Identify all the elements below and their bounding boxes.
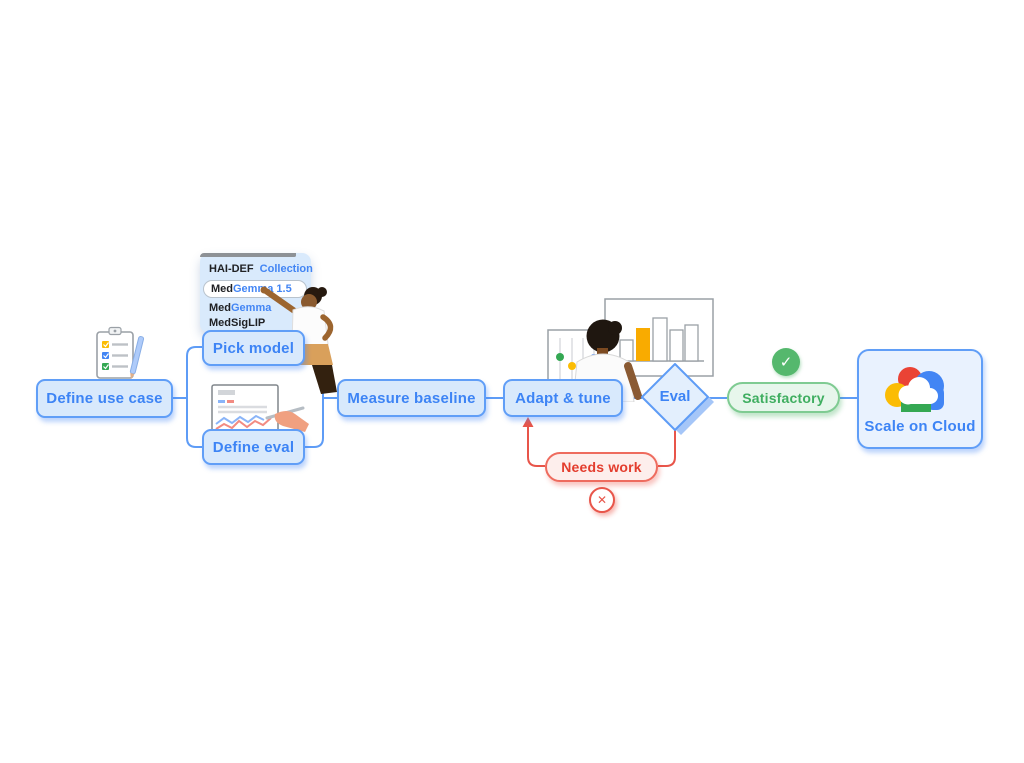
line-chart-blue [215,414,265,425]
shorts [296,344,333,365]
node-label: Define use case [46,390,163,407]
collection-header: HAI-DEF Collection [209,263,313,275]
model-name-prefix: Med [211,283,233,295]
eval-decision-diamond [641,363,714,435]
checklist-rows [102,341,128,370]
node-needs-work: Needs work [545,452,658,482]
node-satisfactory: Satisfactory [727,382,840,413]
feedback-line-up [527,425,545,467]
model-option: MedGemma [209,302,271,314]
node-adapt-tune: Adapt & tune [503,379,623,417]
clip-hole [113,329,117,333]
model-option: MedSigLIP [209,317,265,329]
collection-word: Collection [259,263,313,275]
fork-line-top [186,346,202,398]
node-define-use-case: Define use case [36,379,173,418]
cloud-green-segment [901,401,931,412]
whiteboard-bars [619,317,699,362]
model-name-prefix: Med [209,302,231,314]
person-hair-curl [608,321,622,335]
hand [260,286,268,294]
legend-blue [218,400,225,403]
pencil-icon [129,336,145,380]
check-item-green [102,363,109,370]
node-label: Pick model [212,339,295,357]
node-scale-on-cloud: Scale on Cloud [857,349,983,449]
node-eval-label: Eval [659,388,691,405]
google-cloud-logo [885,366,944,412]
close-glyph: ✕ [596,493,608,507]
node-label: Adapt & tune [515,389,611,407]
node-measure-baseline: Measure baseline [337,379,486,417]
model-name-suffix: Gemma [231,302,272,314]
writing-hand [274,411,309,432]
node-label: Satisfactory [742,389,825,406]
node-pick-model: Pick model [202,330,305,366]
check-glyph: ✓ [779,354,793,371]
leg [312,365,337,394]
slider-dot-yellow [568,362,576,370]
cloud-white-center [898,376,938,404]
legend-red [227,400,234,403]
feedback-arrowhead-icon [522,417,534,427]
arm-on-hip [320,314,334,341]
pointing-arm [263,288,299,315]
check-item-yellow [102,341,109,348]
node-label: Scale on Cloud [864,417,976,435]
check-item-blue [102,352,109,359]
doc-title-bar [218,390,235,395]
collection-name: HAI-DEF [209,263,254,275]
node-label: Measure baseline [347,389,476,407]
diamond-shape [641,363,709,431]
model-name-prefix: MedSigLIP [209,317,266,329]
fork-line-bottom [186,398,202,448]
slider-dot-green [556,353,564,361]
line-chart-red [215,417,272,430]
node-label: Needs work [561,459,642,475]
close-circle-icon: ✕ [589,487,615,513]
person-arm [624,362,642,400]
panel-top-bar [200,253,296,257]
highlighted-bar [636,328,650,361]
head [301,294,317,310]
hair-bun [317,287,327,297]
feedback-loop-lines [527,425,676,467]
feedback-line-down [658,430,676,467]
node-define-eval: Define eval [202,429,305,465]
node-label: Define eval [212,438,295,456]
check-circle-icon: ✓ [772,348,800,376]
person-neck [597,348,608,356]
checklist-clipboard-icon [96,326,145,380]
